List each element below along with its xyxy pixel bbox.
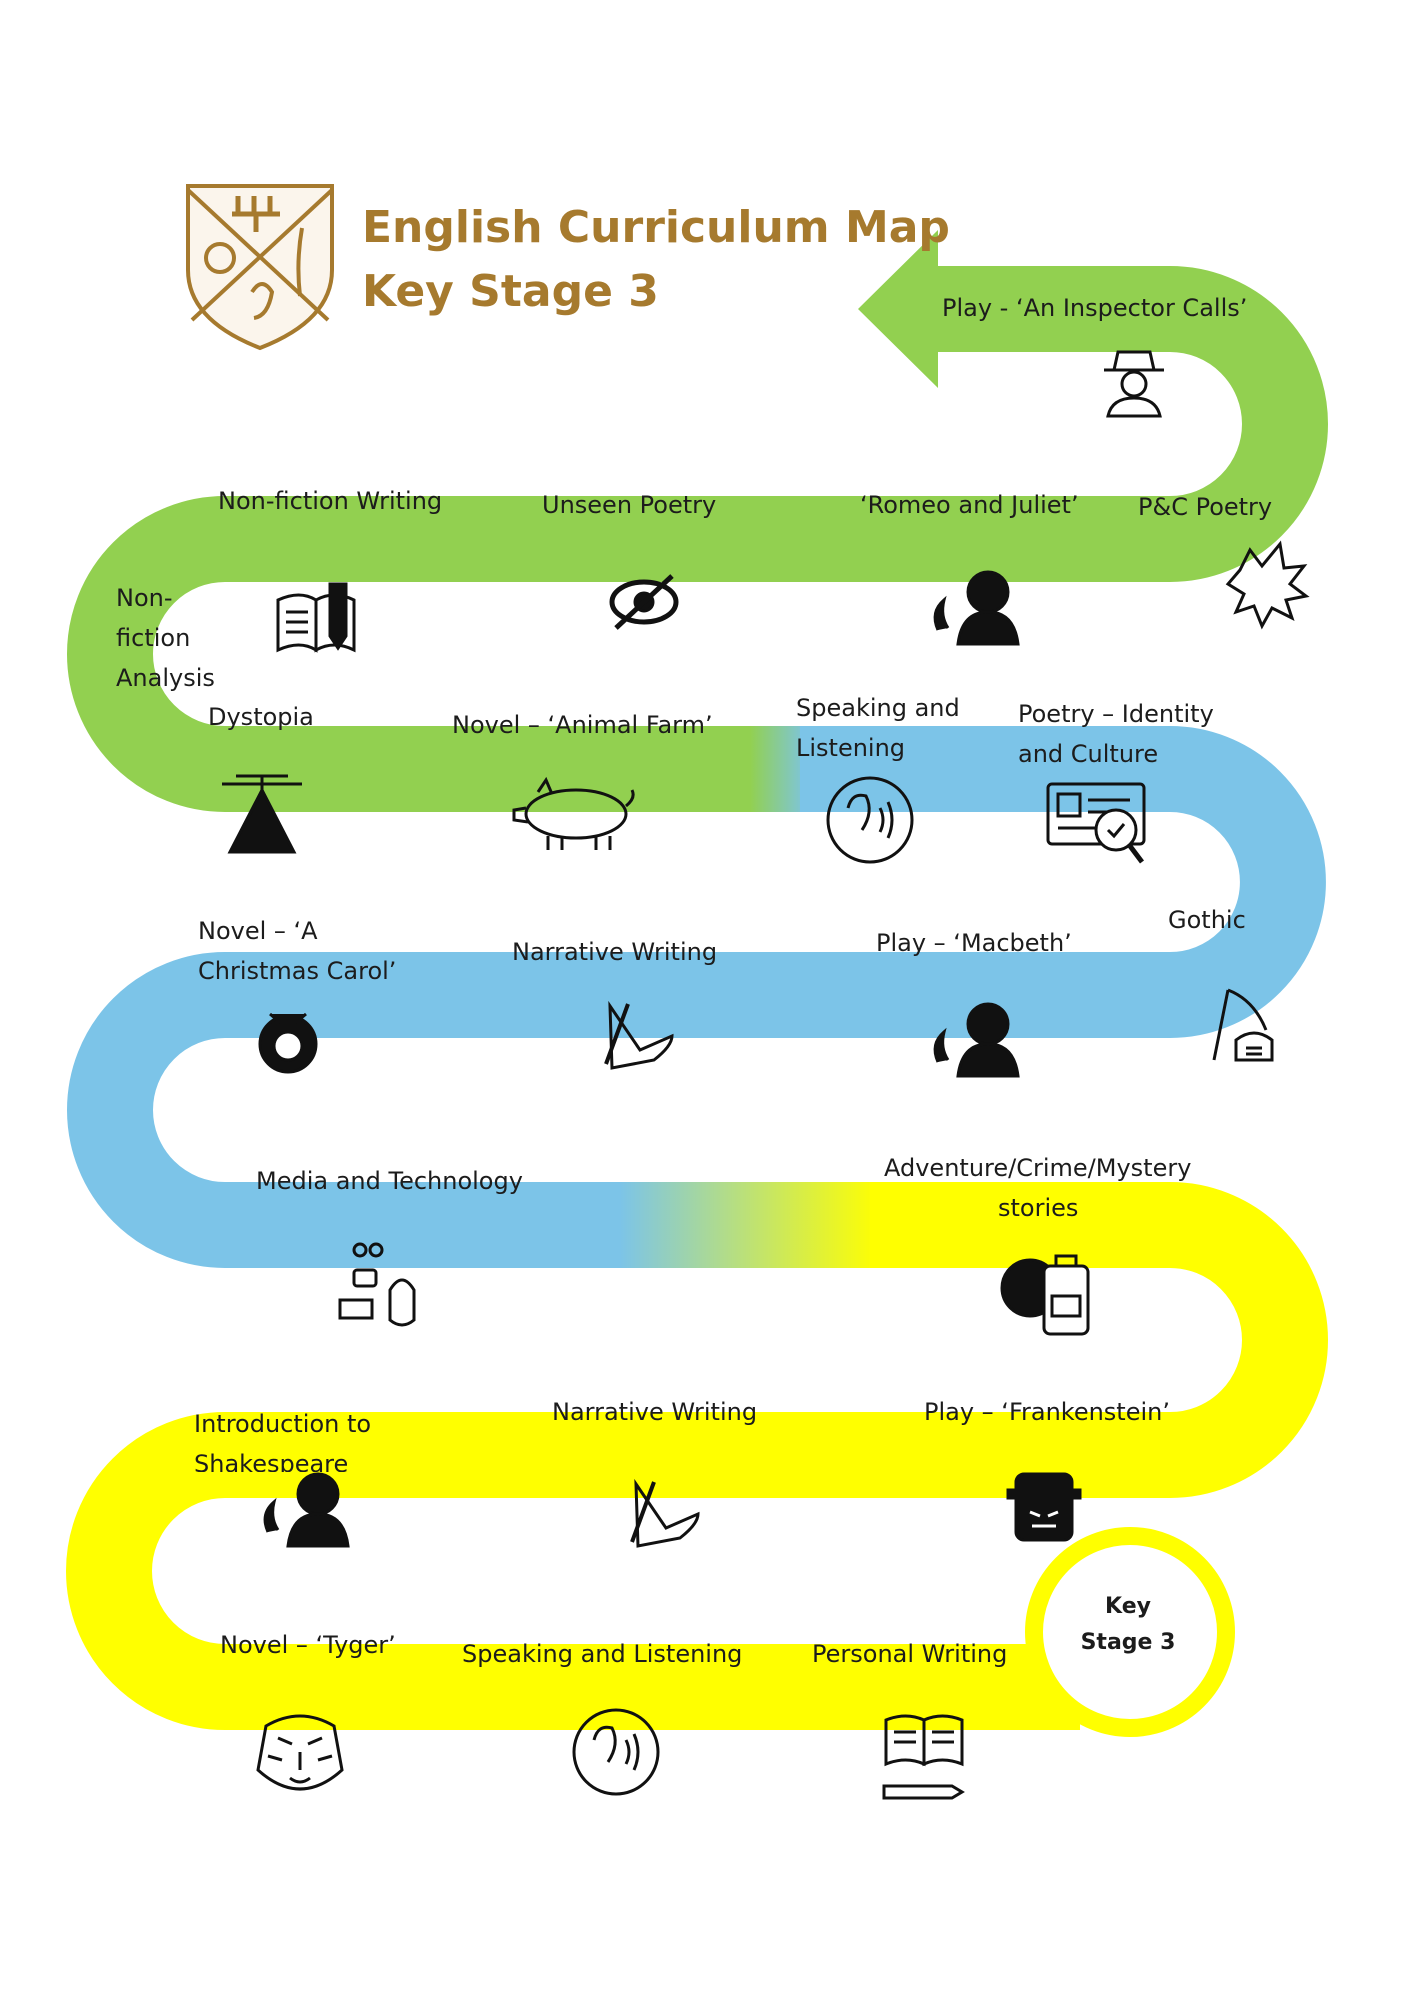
quill-writing-icon bbox=[630, 1478, 700, 1548]
start-arrow-shaft bbox=[930, 266, 970, 352]
topic-nonfiction-analysis: fiction bbox=[116, 624, 191, 652]
topic-nonfiction-analysis: Analysis bbox=[116, 664, 215, 692]
shakespeare-icon bbox=[933, 1002, 1020, 1078]
book-writing-icon bbox=[276, 582, 356, 653]
scythe-grave-icon bbox=[1212, 988, 1274, 1062]
media-technology-icon bbox=[338, 1242, 416, 1327]
topic-poetry-identity: and Culture bbox=[1018, 740, 1159, 768]
topic-romeo-juliet: ‘Romeo and Juliet’ bbox=[860, 491, 1079, 519]
topic-narrative-writing: Narrative Writing bbox=[552, 1398, 758, 1426]
topic-narrative-writing: Narrative Writing bbox=[512, 938, 718, 966]
backpack-icon bbox=[1000, 1254, 1090, 1336]
topic-christmas-carol: Christmas Carol’ bbox=[198, 957, 397, 985]
end-marker-label: Key bbox=[1105, 1594, 1151, 1619]
frankenstein-icon bbox=[1006, 1472, 1082, 1542]
topic-speaking-listening: Speaking and Listening bbox=[462, 1640, 743, 1668]
detective-icon bbox=[1104, 350, 1164, 418]
protest-icon bbox=[1225, 540, 1310, 630]
quill-writing-icon bbox=[604, 1000, 674, 1070]
speaking-listening-icon bbox=[572, 1708, 660, 1796]
topic-macbeth: Play – ‘Macbeth’ bbox=[876, 929, 1072, 957]
topic-intro-shakespeare: Introduction to bbox=[194, 1410, 372, 1438]
school-crest-icon bbox=[186, 184, 334, 351]
topic-inspector-calls: Play - ‘An Inspector Calls’ bbox=[942, 294, 1248, 322]
pig-icon bbox=[512, 776, 635, 850]
speaking-listening-icon bbox=[826, 776, 914, 864]
road-green bbox=[67, 266, 1328, 812]
end-marker-label: Stage 3 bbox=[1080, 1630, 1176, 1655]
identity-card-icon bbox=[1046, 782, 1146, 864]
book-pen-icon bbox=[882, 1714, 965, 1800]
topic-pc-poetry: P&C Poetry bbox=[1138, 493, 1273, 521]
topic-frankenstein: Play – ‘Frankenstein’ bbox=[924, 1398, 1170, 1426]
lion-icon bbox=[258, 1012, 318, 1074]
topic-media-technology: Media and Technology bbox=[256, 1167, 523, 1195]
road-blue bbox=[67, 726, 1326, 1268]
shakespeare-icon bbox=[933, 570, 1020, 646]
end-marker-circle bbox=[1025, 1527, 1235, 1737]
topic-speaking-listening: Listening bbox=[796, 734, 906, 762]
topic-nonfiction-writing: Non-fiction Writing bbox=[218, 487, 443, 515]
topic-gothic: Gothic bbox=[1168, 906, 1246, 934]
tiger-icon bbox=[256, 1714, 344, 1791]
dystopia-icon bbox=[222, 774, 302, 854]
topic-adventure-stories: Adventure/Crime/Mystery bbox=[884, 1154, 1192, 1182]
topic-christmas-carol: Novel – ‘A bbox=[198, 917, 318, 945]
topic-tyger: Novel – ‘Tyger’ bbox=[220, 1631, 396, 1659]
page-title: English Curriculum Map bbox=[362, 202, 950, 253]
road-yellow bbox=[66, 1182, 1328, 1730]
topic-unseen-poetry: Unseen Poetry bbox=[542, 491, 717, 519]
topic-dystopia: Dystopia bbox=[208, 703, 314, 731]
topic-adventure-stories: stories bbox=[998, 1194, 1079, 1222]
topic-nonfiction-analysis: Non- bbox=[116, 584, 173, 612]
page-subtitle: Key Stage 3 bbox=[362, 266, 659, 317]
topic-speaking-listening: Speaking and bbox=[796, 694, 960, 722]
topic-personal-writing: Personal Writing bbox=[812, 1640, 1008, 1668]
topic-poetry-identity: Poetry – Identity bbox=[1018, 700, 1214, 728]
topic-intro-shakespeare: Shakespeare bbox=[194, 1450, 349, 1472]
shakespeare-icon bbox=[263, 1472, 350, 1548]
unseen-eye-icon bbox=[609, 574, 679, 630]
topic-animal-farm: Novel – ‘Animal Farm’ bbox=[452, 711, 713, 739]
